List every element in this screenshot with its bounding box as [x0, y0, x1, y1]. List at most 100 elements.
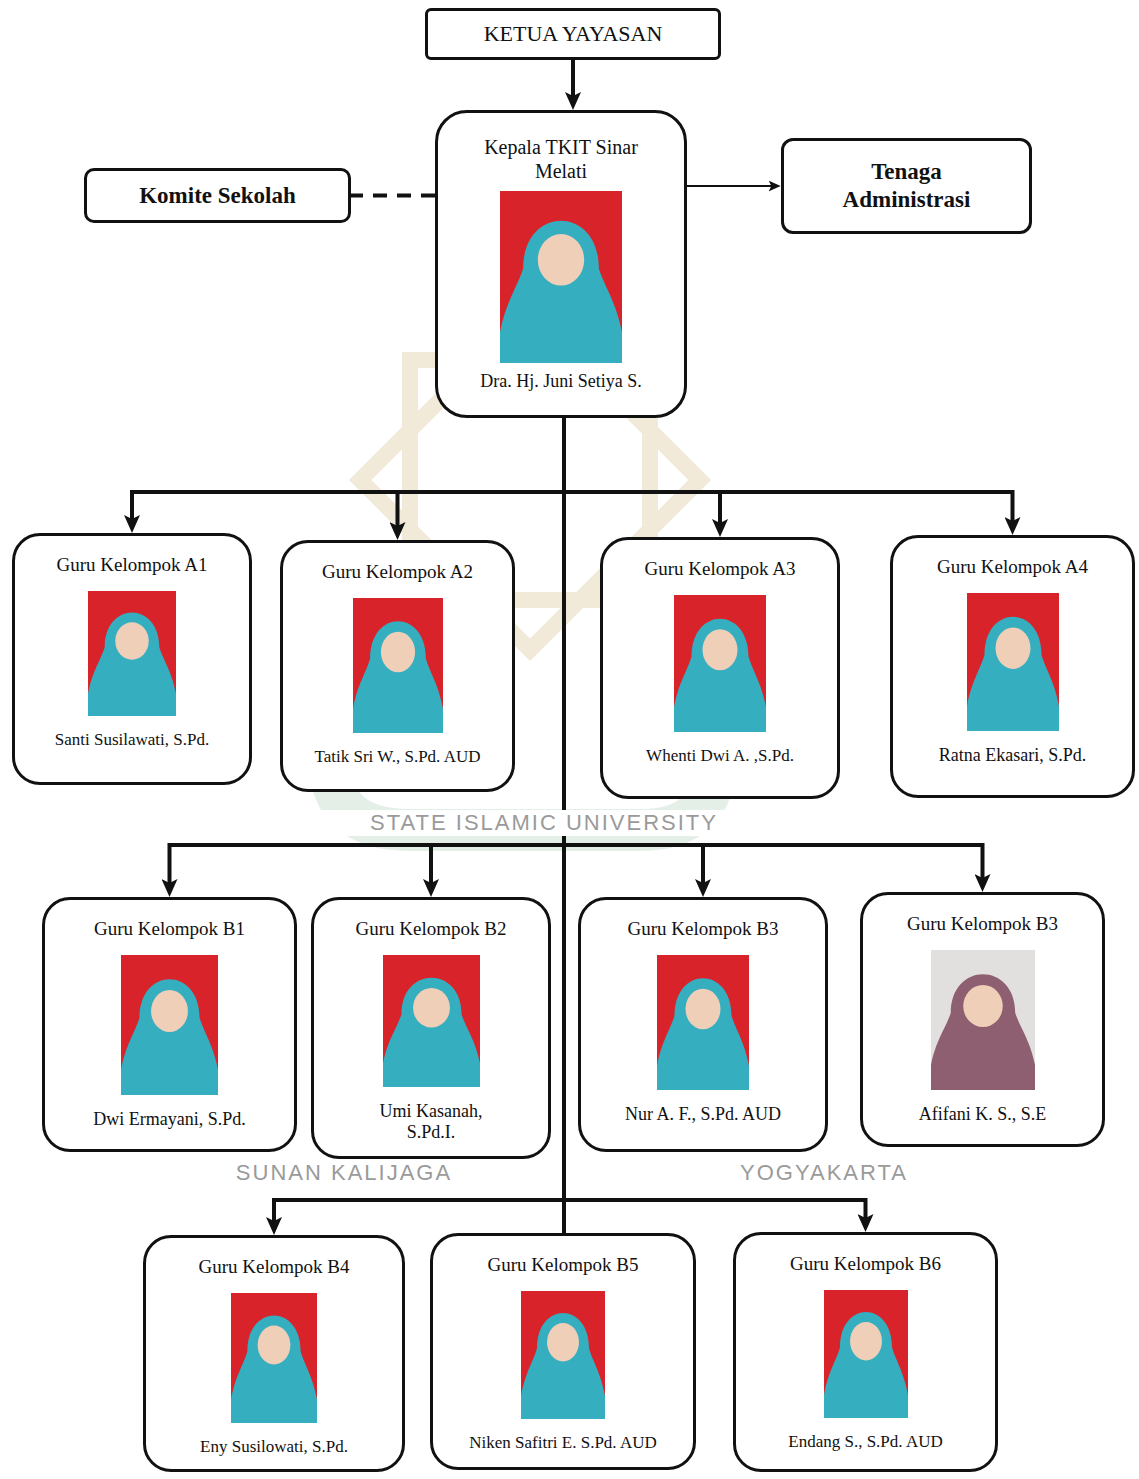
- teacher-name: Eny Susilowati, S.Pd.: [200, 1437, 348, 1457]
- photo-frame: [931, 950, 1035, 1090]
- photo-frame: [231, 1293, 317, 1423]
- photo-background: [121, 955, 218, 1095]
- face: [413, 988, 450, 1028]
- teacher-box: Guru Kelompok A3Whenti Dwi A. ,S.Pd.: [600, 537, 840, 799]
- headscarf: [231, 1315, 317, 1423]
- photo-background: [383, 955, 480, 1087]
- portrait-photo: [824, 1290, 908, 1418]
- portrait-photo: [383, 955, 480, 1087]
- photo-frame: [824, 1290, 908, 1418]
- teacher-box: Guru Kelompok B2 Umi Kasanah, S.Pd.I.: [311, 897, 551, 1159]
- headscarf: [353, 621, 443, 733]
- teacher-box: Guru Kelompok B1 Dwi Ermayani, S.Pd.: [42, 897, 297, 1152]
- photo-background: [500, 191, 622, 363]
- photo-frame: [657, 955, 749, 1090]
- group-heading: Guru Kelompok A4: [937, 556, 1088, 579]
- connector-line: [564, 418, 720, 527]
- photo-background: [931, 950, 1035, 1090]
- teacher-box: Guru Kelompok A1 Santi Susilawati, S.Pd.: [12, 533, 252, 785]
- teacher-name: Endang S., S.Pd. AUD: [788, 1432, 942, 1452]
- teacher-box: Guru Kelompok A4 Ratna Ekasari, S.Pd.: [890, 535, 1135, 798]
- principal-name: Dra. Hj. Juni Setiya S.: [480, 371, 642, 393]
- box-heading: Tenaga Administrasi: [822, 158, 992, 213]
- headscarf: [383, 978, 480, 1087]
- teacher-name: Tatik Sri W., S.Pd. AUD: [314, 747, 480, 767]
- portrait-photo: [121, 955, 218, 1095]
- face: [995, 627, 1030, 668]
- watermark-text: SUNAN KALIJAGA: [190, 1160, 498, 1186]
- photo-frame: [500, 191, 622, 363]
- watermark-text: STATE ISLAMIC UNIVERSITY: [290, 810, 798, 836]
- box-heading: KETUA YAYASAN: [484, 21, 663, 47]
- photo-frame: [353, 598, 443, 733]
- photo-frame: [967, 593, 1059, 731]
- headscarf: [521, 1313, 605, 1419]
- watermark-text: YOGYAKARTA: [690, 1160, 958, 1186]
- connector-line: [398, 418, 565, 530]
- connector-line: [351, 194, 435, 198]
- photo-background: [967, 593, 1059, 731]
- face: [963, 985, 1003, 1027]
- portrait-photo: [88, 591, 176, 716]
- photo-frame: [674, 595, 766, 732]
- headscarf: [824, 1312, 908, 1418]
- portrait-photo: [353, 598, 443, 733]
- teacher-name: Nur A. F., S.Pd. AUD: [625, 1104, 781, 1126]
- portrait-photo: [931, 950, 1035, 1090]
- group-heading: Guru Kelompok A2: [322, 561, 473, 584]
- headscarf: [121, 979, 218, 1095]
- teacher-name: Santi Susilawati, S.Pd.: [55, 730, 209, 750]
- photo-frame: [521, 1291, 605, 1419]
- teacher-name: Dwi Ermayani, S.Pd.: [93, 1109, 246, 1131]
- face: [850, 1322, 882, 1360]
- photo-frame: [121, 955, 218, 1095]
- connector-line: [564, 418, 1013, 525]
- teacher-box: Guru Kelompok B6 Endang S., S.Pd. AUD: [733, 1232, 998, 1472]
- group-heading: Guru Kelompok B3: [907, 913, 1058, 936]
- connector-line: [687, 185, 774, 187]
- portrait-photo: [500, 191, 622, 363]
- group-heading: Guru Kelompok B6: [790, 1253, 941, 1276]
- teacher-name: Afifani K. S., S.E: [919, 1104, 1047, 1126]
- teacher-box: Guru Kelompok B5 Niken Safitri E. S.Pd. A…: [430, 1233, 696, 1470]
- teacher-box: Guru Kelompok A2 Tatik Sri W., S.Pd. AUD: [280, 540, 515, 792]
- administration-box: Tenaga Administrasi: [781, 138, 1032, 234]
- face: [151, 990, 188, 1032]
- photo-frame: [88, 591, 176, 716]
- group-heading: Guru Kelompok B5: [488, 1254, 639, 1277]
- portrait-photo: [231, 1293, 317, 1423]
- chairman-box: KETUA YAYASAN: [425, 8, 721, 60]
- headscarf: [88, 612, 176, 715]
- face: [258, 1325, 291, 1364]
- group-heading: Guru Kelompok A1: [57, 554, 208, 577]
- face: [380, 632, 414, 673]
- group-heading: Guru Kelompok B3: [628, 918, 779, 941]
- portrait-photo: [521, 1291, 605, 1419]
- box-heading: Komite Sekolah: [139, 182, 296, 210]
- photo-background: [353, 598, 443, 733]
- group-heading: Guru Kelompok B4: [199, 1256, 350, 1279]
- teacher-name: Niken Safitri E. S.Pd. AUD: [469, 1433, 656, 1453]
- photo-background: [88, 591, 176, 716]
- photo-background: [674, 595, 766, 732]
- portrait-photo: [674, 595, 766, 732]
- group-heading: Guru Kelompok B1: [94, 918, 245, 941]
- headscarf: [657, 978, 749, 1090]
- principal-box: Kepala TKIT Sinar MelatiDra. Hj. Juni Se…: [435, 110, 687, 418]
- headscarf: [500, 221, 622, 363]
- photo-background: [824, 1290, 908, 1418]
- portrait-photo: [657, 955, 749, 1090]
- teacher-name: Umi Kasanah, S.Pd.I.: [356, 1101, 506, 1144]
- teacher-name: Whenti Dwi A. ,S.Pd.: [646, 746, 794, 766]
- group-heading: Guru Kelompok B2: [356, 918, 507, 941]
- portrait-photo: [967, 593, 1059, 731]
- teacher-box: Guru Kelompok B3 Afifani K. S., S.E: [860, 892, 1105, 1147]
- face: [115, 622, 148, 660]
- headscarf: [674, 618, 766, 731]
- face: [547, 1323, 579, 1361]
- teacher-name: Ratna Ekasari, S.Pd.: [939, 745, 1086, 767]
- face: [538, 234, 584, 286]
- connector-line: [571, 60, 575, 100]
- headscarf: [967, 617, 1059, 731]
- photo-background: [657, 955, 749, 1090]
